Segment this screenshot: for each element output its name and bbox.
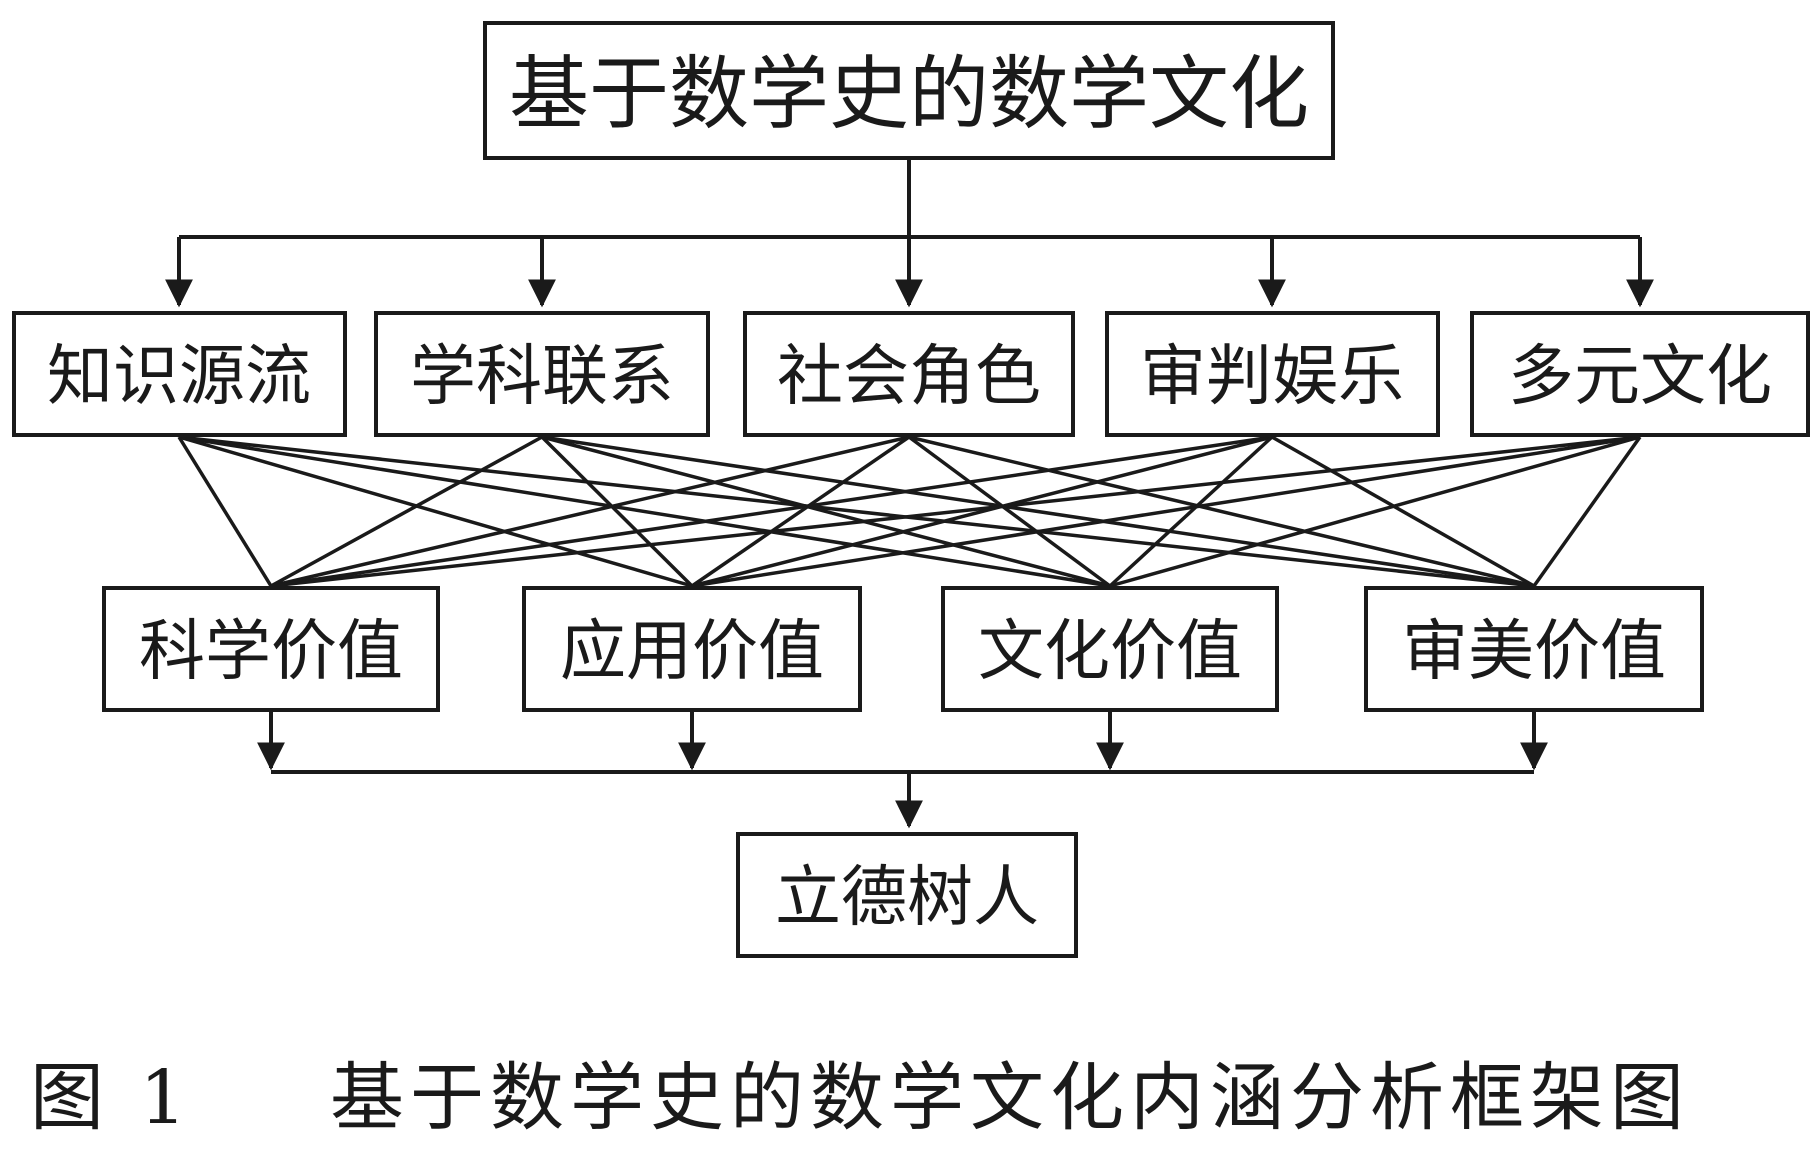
- value-node-1: 科学价值: [102, 586, 440, 712]
- aspect-label: 审判娱乐: [1140, 338, 1404, 415]
- aspect-label: 社会角色: [777, 338, 1041, 415]
- root-node: 基于数学史的数学文化: [483, 21, 1335, 160]
- value-node-4: 审美价值: [1364, 586, 1704, 712]
- connection-line: [691, 435, 910, 588]
- connection-line: [178, 435, 1111, 588]
- goal-node: 立德树人: [736, 832, 1078, 958]
- figure-title: 基于数学史的数学文化内涵分析框架图: [330, 1055, 1690, 1141]
- connection-line: [541, 435, 1111, 588]
- goal-connectors: [257, 710, 1548, 829]
- connection-line: [541, 435, 1535, 588]
- aspect-node-4: 审判娱乐: [1105, 311, 1440, 437]
- connection-line: [1271, 435, 1535, 588]
- figure-number: 图 1: [30, 1055, 193, 1141]
- connection-line: [270, 435, 1273, 588]
- aspect-label: 知识源流: [47, 338, 311, 415]
- goal-label: 立德树人: [775, 859, 1039, 936]
- aspect-label: 学科联系: [410, 338, 674, 415]
- root-label: 基于数学史的数学文化: [509, 48, 1309, 141]
- connection-line: [178, 435, 693, 588]
- connection-line: [270, 435, 1641, 588]
- aspect-node-2: 学科联系: [374, 311, 710, 437]
- value-label: 应用价值: [560, 613, 824, 690]
- connection-line: [691, 435, 1273, 588]
- aspect-node-1: 知识源流: [12, 311, 347, 437]
- figure-caption: 图 1 基于数学史的数学文化内涵分析框架图: [30, 1038, 1790, 1145]
- root-connectors: [165, 158, 1654, 308]
- connection-line: [907, 435, 1112, 588]
- connection-line: [177, 436, 273, 587]
- aspect-node-3: 社会角色: [743, 311, 1075, 437]
- connection-line: [270, 435, 543, 588]
- value-node-3: 文化价值: [941, 586, 1279, 712]
- connection-line: [1108, 435, 1274, 588]
- connection-line: [691, 435, 1641, 588]
- aspect-node-5: 多元文化: [1470, 311, 1810, 437]
- connection-line: [540, 435, 694, 588]
- connection-line: [908, 435, 1535, 588]
- connection-line: [178, 435, 1535, 588]
- value-label: 文化价值: [978, 613, 1242, 690]
- connection-line: [270, 435, 910, 588]
- value-label: 审美价值: [1402, 613, 1666, 690]
- aspect-label: 多元文化: [1508, 338, 1772, 415]
- connection-line: [1532, 435, 1642, 588]
- connection-line: [1109, 435, 1641, 588]
- cross-connections: [177, 435, 1642, 588]
- value-node-2: 应用价值: [522, 586, 862, 712]
- value-label: 科学价值: [139, 613, 403, 690]
